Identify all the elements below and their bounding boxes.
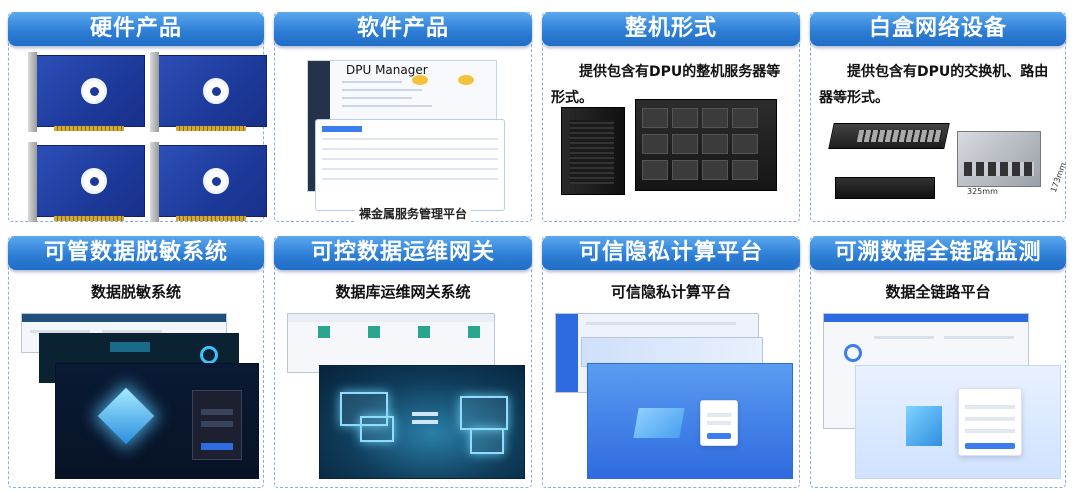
panel-title: 可溯数据全链路监测 [810,236,1066,270]
dpu-manager-screenshot: DPU Manager 裸金属服务管理平台 [275,37,533,223]
panel-subtitle: 可信隐私计算平台 [610,283,731,301]
dimension-width: 325mm [967,187,998,196]
panel-description: 提供包含有DPU的整机服务器等形式。 [551,64,781,106]
panel-title: 白盒网络设备 [810,12,1066,46]
screenshot-title: DPU Manager [346,63,428,77]
panel-data-lineage: 可溯数据全链路监测 数据全链路平台 [810,236,1066,488]
panel-title: 整机形式 [542,12,800,46]
panel-data-masking: 可管数据脱敏系统 数据脱敏系统 [8,236,264,488]
panel-title: 可信隐私计算平台 [542,236,800,270]
panel-subtitle: 数据全链路平台 [885,283,991,301]
panel-title: 硬件产品 [8,12,264,46]
panel-title: 软件产品 [274,12,532,46]
panel-hardware-products: 硬件产品 [8,12,267,222]
panel-ops-gateway: 可控数据运维网关 数据库运维网关系统 [274,236,532,488]
panel-server-form: 整机形式 提供包含有DPU的整机服务器等形式。 [542,12,800,222]
panel-description: 提供包含有DPU的交换机、路由器等形式。 [819,64,1049,106]
panel-subtitle: 数据库运维网关系统 [335,283,471,301]
panel-whitebox-network: 白盒网络设备 提供包含有DPU的交换机、路由器等形式。 325mm 173mm [810,12,1068,222]
panel-title: 可管数据脱敏系统 [8,236,264,270]
panel-subtitle: 数据脱敏系统 [90,283,181,301]
panel-privacy-computing: 可信隐私计算平台 可信隐私计算平台 [542,236,800,488]
screenshot-caption: 裸金属服务管理平台 [355,205,472,222]
dimension-height: 173mm [1048,161,1068,194]
panel-software-products: 软件产品 DPU Manager 裸金属服务管理平台 [274,12,532,222]
panel-title: 可控数据运维网关 [274,236,532,270]
